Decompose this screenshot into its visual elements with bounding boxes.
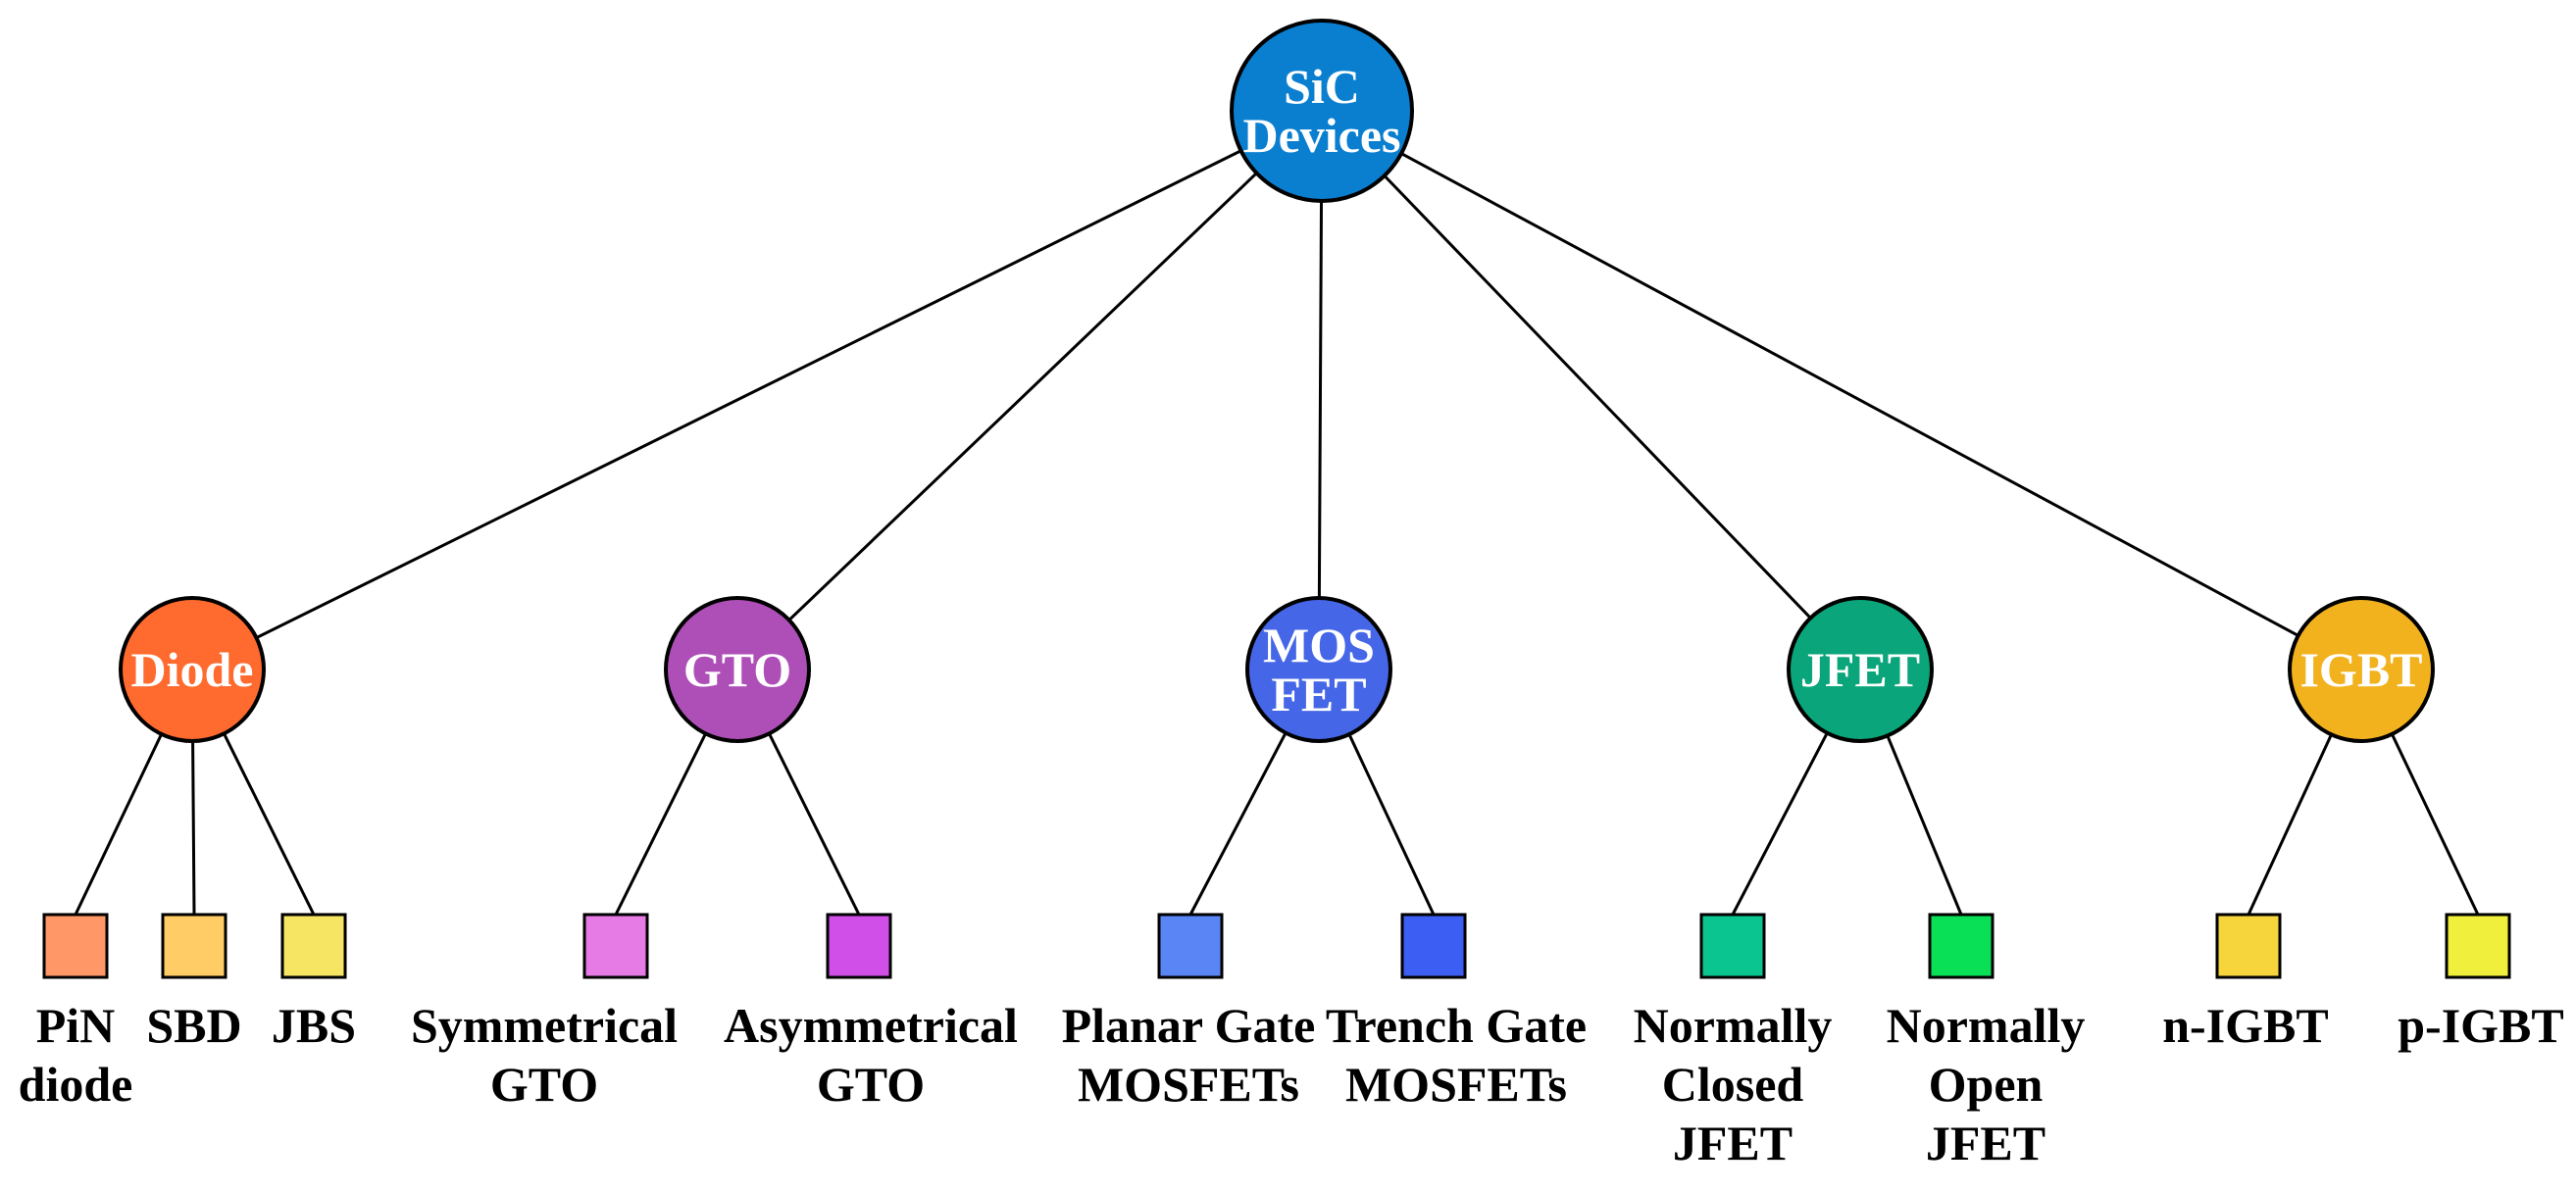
trench-gate-mosfets-square	[1400, 913, 1467, 979]
edge-root-to-jfet	[1320, 109, 1862, 671]
edge-root-to-mosfet	[1317, 110, 1324, 670]
jbs-label-line: JBS	[272, 998, 356, 1053]
trench-gate-mosfets-label-line: Trench Gate	[1326, 998, 1587, 1053]
pin-diode-square	[42, 913, 109, 979]
gto-label: GTO	[683, 642, 791, 697]
connector-lines	[74, 109, 2480, 916]
mosfet-label-line: MOS	[1263, 618, 1375, 672]
normally-closed-jfet-label-line: Closed	[1662, 1057, 1804, 1112]
igbt-label-line: IGBT	[2299, 642, 2422, 697]
sbd-label-line: SBD	[146, 998, 241, 1053]
mosfet-circle	[1245, 596, 1392, 743]
jfet-label-line: JFET	[1800, 642, 1920, 697]
mosfet-label-line: FET	[1271, 667, 1366, 721]
edge-root-to-gto	[735, 109, 1324, 671]
n-igbt-label-line: n-IGBT	[2162, 998, 2329, 1053]
p-igbt-label-line: p-IGBT	[2398, 998, 2564, 1053]
sbd-square	[161, 913, 227, 979]
igbt-circle	[2288, 596, 2435, 743]
n-igbt-square	[2215, 913, 2282, 979]
normally-open-jfet-square	[1928, 913, 1995, 979]
category-node-igbt: IGBT	[2288, 596, 2435, 743]
jbs-label: JBS	[272, 998, 356, 1053]
root-node-label-line: SiC	[1284, 59, 1360, 114]
jfet-circle	[1787, 596, 1934, 743]
normally-open-jfet-label-line: Normally	[1887, 998, 2086, 1053]
pin-diode-label-line: diode	[19, 1057, 133, 1112]
gto-label-line: GTO	[683, 642, 791, 697]
planar-gate-mosfets-label-line: MOSFETs	[1078, 1057, 1299, 1112]
planar-gate-mosfets-square	[1157, 913, 1224, 979]
igbt-label: IGBT	[2299, 642, 2422, 697]
pin-diode-label-line: PiN	[36, 998, 116, 1053]
root-node-circle	[1230, 19, 1414, 203]
leaf-node-sbd: SBD	[146, 913, 242, 1053]
asymmetrical-gto-square	[826, 913, 892, 979]
normally-open-jfet-label-line: JFET	[1926, 1116, 2046, 1170]
p-igbt-square	[2445, 913, 2511, 979]
jbs-square	[280, 913, 347, 979]
p-igbt-label: p-IGBT	[2398, 998, 2564, 1053]
root-node-label-line: Devices	[1242, 108, 1400, 163]
sbd-label: SBD	[146, 998, 241, 1053]
leaf-node-n-igbt: n-IGBT	[2162, 913, 2329, 1053]
diode-label: Diode	[131, 642, 254, 697]
normally-closed-jfet-label-line: JFET	[1673, 1116, 1793, 1170]
normally-closed-jfet-label-line: Normally	[1634, 998, 1833, 1053]
category-node-gto: GTO	[664, 596, 811, 743]
symmetrical-gto-square	[582, 913, 649, 979]
leaf-node-jbs: JBS	[272, 913, 356, 1053]
leaf-node-p-igbt: p-IGBT	[2398, 913, 2564, 1053]
diode-label-line: Diode	[131, 642, 254, 697]
symmetrical-gto-label-line: GTO	[490, 1057, 598, 1112]
jfet-label: JFET	[1800, 642, 1920, 697]
normally-open-jfet-label-line: Open	[1929, 1057, 2044, 1112]
diode-circle	[119, 596, 266, 743]
edge-root-to-diode	[191, 109, 1323, 671]
n-igbt-label: n-IGBT	[2162, 998, 2329, 1053]
normally-closed-jfet-square	[1699, 913, 1766, 979]
asymmetrical-gto-label-line: GTO	[817, 1057, 925, 1112]
symmetrical-gto-label-line: Symmetrical	[411, 998, 678, 1053]
asymmetrical-gto-label-line: Asymmetrical	[724, 998, 1018, 1053]
planar-gate-mosfets-label-line: Planar Gate	[1062, 998, 1316, 1053]
category-node-jfet: JFET	[1787, 596, 1934, 743]
gto-circle	[664, 596, 811, 743]
trench-gate-mosfets-label-line: MOSFETs	[1345, 1057, 1567, 1112]
edge-root-to-igbt	[1321, 109, 2362, 671]
category-node-diode: Diode	[119, 596, 266, 743]
